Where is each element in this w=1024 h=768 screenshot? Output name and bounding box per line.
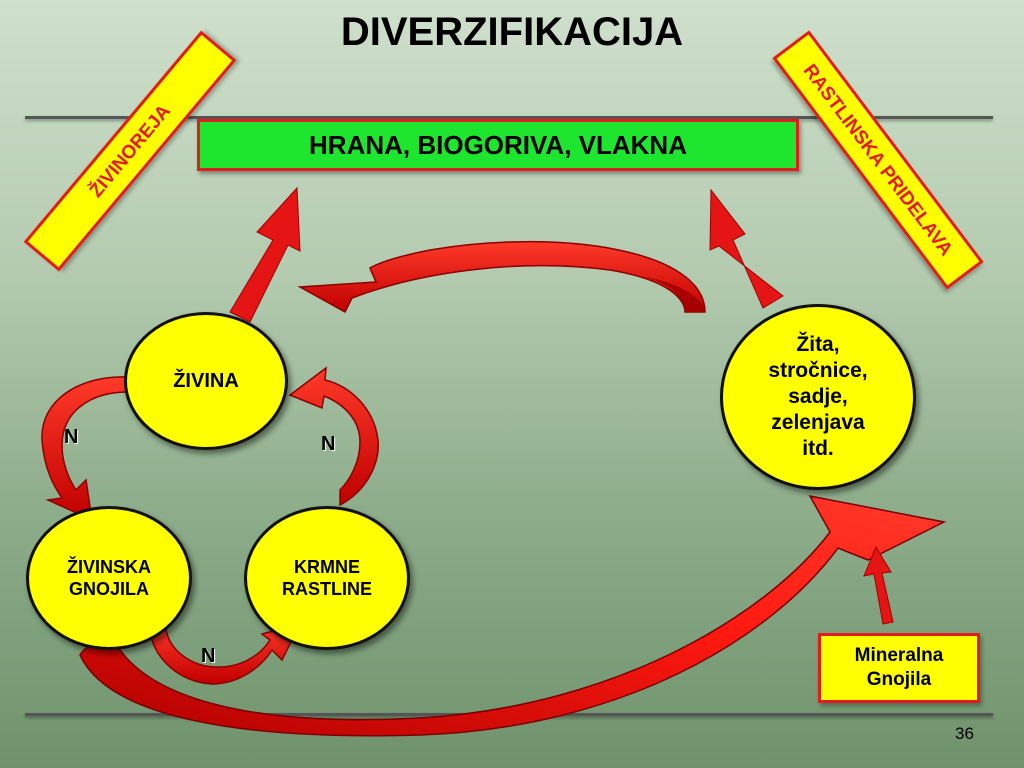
mineral-up-arrow <box>863 545 894 625</box>
node-zivina: ŽIVINA <box>124 312 288 450</box>
node-krmne-rastline: KRMNE RASTLINE <box>244 506 410 650</box>
node-gnojila-line2: GNOJILA <box>68 579 149 599</box>
slide-title: DIVERZIFIKACIJA <box>340 10 684 54</box>
page-number: 36 <box>955 724 974 743</box>
big-bottom-arrow <box>79 494 947 737</box>
cycle-arrow-left <box>41 376 129 522</box>
node-zita-line3: sadje, <box>788 385 848 408</box>
top-divider <box>25 116 993 119</box>
nitrogen-label-right: N <box>321 433 336 455</box>
node-zivina-label: ŽIVINA <box>173 369 239 392</box>
node-gnojila-line1: ŽIVINSKA <box>66 557 151 577</box>
up-arrow-right <box>709 188 784 309</box>
nitrogen-label-bottom: N <box>201 645 216 667</box>
mineral-line2: Gnojila <box>866 669 932 690</box>
nitrogen-label-left: N <box>64 426 79 448</box>
food-biofuel-fiber-box: HRANA, BIOGORIVA, VLAKNA <box>197 119 799 171</box>
node-zita-line2: stročnice, <box>768 359 868 382</box>
top-curved-arrow <box>297 240 706 314</box>
mineral-fertilizer-box: Mineralna Gnojila <box>818 633 980 703</box>
up-arrow-left <box>229 186 301 323</box>
mineral-line1: Mineralna <box>854 645 944 666</box>
cycle-arrow-right <box>288 366 379 507</box>
node-zita: Žita, stročnice, sadje, zelenjava itd. <box>720 304 916 490</box>
node-zita-line4: zelenjava <box>771 411 865 434</box>
node-zivinska-gnojila: ŽIVINSKA GNOJILA <box>26 506 192 650</box>
node-krmne-line1: KRMNE <box>294 557 360 577</box>
node-zita-line1: Žita, <box>796 333 840 356</box>
node-zita-line5: itd. <box>802 437 834 460</box>
node-krmne-line2: RASTLINE <box>282 579 372 599</box>
